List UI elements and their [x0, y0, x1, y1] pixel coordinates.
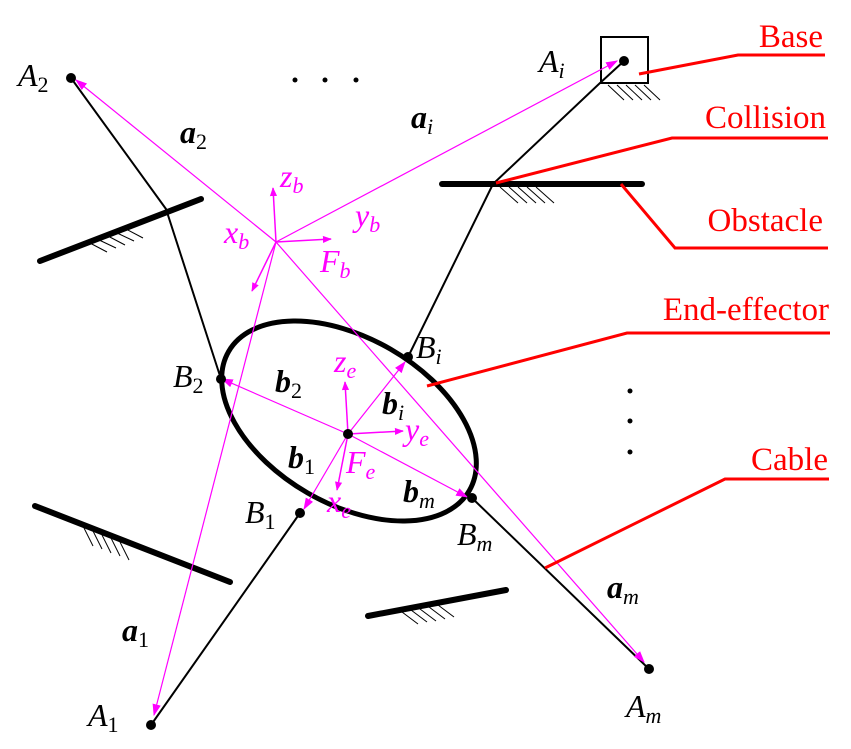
- ee-frame-axes: [335, 381, 404, 491]
- label-b1: b1: [288, 439, 315, 479]
- base-vectors: [75, 60, 645, 717]
- label-A2: A2: [16, 57, 49, 97]
- ground-hatch: [87, 227, 144, 253]
- points: [66, 56, 654, 730]
- base-hatch: [607, 84, 661, 101]
- cable-i: [407, 60, 625, 358]
- obstacle-lower-middle: [365, 587, 509, 625]
- cable-2: [70, 77, 222, 380]
- vector-b1: [303, 433, 349, 511]
- ground-hatch: [83, 527, 130, 561]
- label-am: am: [607, 569, 639, 609]
- obstacle-upper-right: [439, 181, 645, 204]
- callout-cable: Cable: [751, 442, 828, 478]
- axis-yb: [275, 235, 332, 244]
- label-Am: Am: [624, 688, 661, 728]
- ee-vectors: [220, 361, 469, 511]
- label-Fe: Fe: [345, 444, 376, 484]
- point-B1[interactable]: [295, 508, 305, 518]
- label-a1: a1: [122, 612, 149, 652]
- point-Bm[interactable]: [467, 493, 477, 503]
- vector-ai: [275, 60, 619, 243]
- callout-line-base: [638, 53, 825, 76]
- ee-frame-labels: ze ye Fe xe: [326, 343, 429, 523]
- label-bm: bm: [403, 473, 435, 513]
- ground-hatch: [401, 604, 455, 625]
- label-b2: b2: [275, 363, 302, 403]
- axis-xb: [251, 241, 277, 292]
- axis-ze: [341, 381, 350, 435]
- ee-vector-labels: b2 bi b1 bm: [275, 363, 435, 513]
- ellipsis-vertical: [627, 388, 633, 455]
- label-Bi: Bi: [416, 329, 442, 369]
- anchor-labels: A2 Ai A1 Am: [16, 43, 661, 737]
- label-ye: ye: [402, 411, 429, 451]
- point-B2[interactable]: [216, 374, 226, 384]
- label-ai: ai: [411, 99, 433, 139]
- end-effector-body: [219, 318, 479, 524]
- label-bi: bi: [382, 385, 404, 425]
- point-Ai[interactable]: [619, 56, 629, 66]
- vector-am: [275, 241, 645, 663]
- base-frame-labels: zb yb xb Fb: [223, 158, 380, 283]
- base-frame-axes: [251, 187, 332, 292]
- vector-bi: [347, 361, 406, 435]
- callout-collision: Collision: [705, 100, 826, 136]
- axis-zb: [269, 187, 278, 243]
- callout-end-effector: End-effector: [663, 292, 829, 328]
- cable-m: [471, 497, 650, 670]
- callout-line-cable: [544, 477, 829, 570]
- vector-a1: [152, 241, 277, 717]
- point-A1[interactable]: [146, 720, 156, 730]
- obstacle-lower-left: [32, 503, 233, 585]
- label-B2: B2: [173, 358, 204, 398]
- vector-a2: [75, 79, 277, 243]
- axis-xe: [335, 433, 349, 491]
- label-B1: B1: [245, 494, 276, 534]
- cables: [70, 60, 650, 726]
- label-A1: A1: [86, 697, 119, 737]
- callout-line-end-effector: [426, 331, 830, 388]
- point-Am[interactable]: [644, 664, 654, 674]
- label-Fb: Fb: [319, 243, 351, 283]
- callout-labels: Base Collision Obstacle End-effector Cab…: [663, 19, 829, 478]
- ground-hatch: [499, 186, 555, 204]
- label-yb: yb: [352, 197, 380, 237]
- callout-obstacle: Obstacle: [708, 203, 823, 239]
- label-zb: zb: [279, 158, 303, 198]
- base-vector-labels: a2 ai a1 am: [122, 99, 639, 652]
- point-Bi[interactable]: [403, 352, 413, 362]
- base-box: [600, 36, 661, 101]
- point-ee-origin[interactable]: [343, 429, 353, 439]
- label-xe: xe: [326, 483, 351, 523]
- callout-line-obstacle: [619, 183, 828, 250]
- label-xb: xb: [223, 214, 249, 254]
- attach-labels: B2 Bi B1 Bm: [173, 329, 492, 556]
- point-A2[interactable]: [66, 73, 76, 83]
- vector-bm: [347, 433, 469, 498]
- callout-base: Base: [759, 19, 823, 55]
- label-Bm: Bm: [457, 516, 492, 556]
- label-Ai: Ai: [537, 43, 565, 83]
- label-a2: a2: [180, 114, 207, 154]
- obstacle-upper-left: [37, 196, 204, 264]
- callout-lines: [426, 53, 830, 570]
- vector-b2: [220, 378, 349, 435]
- label-ze: ze: [333, 343, 356, 383]
- ellipsis-horizontal: [292, 77, 359, 83]
- cable-1: [150, 512, 301, 726]
- axis-ye: [347, 427, 404, 436]
- callout-line-collision: [495, 136, 828, 185]
